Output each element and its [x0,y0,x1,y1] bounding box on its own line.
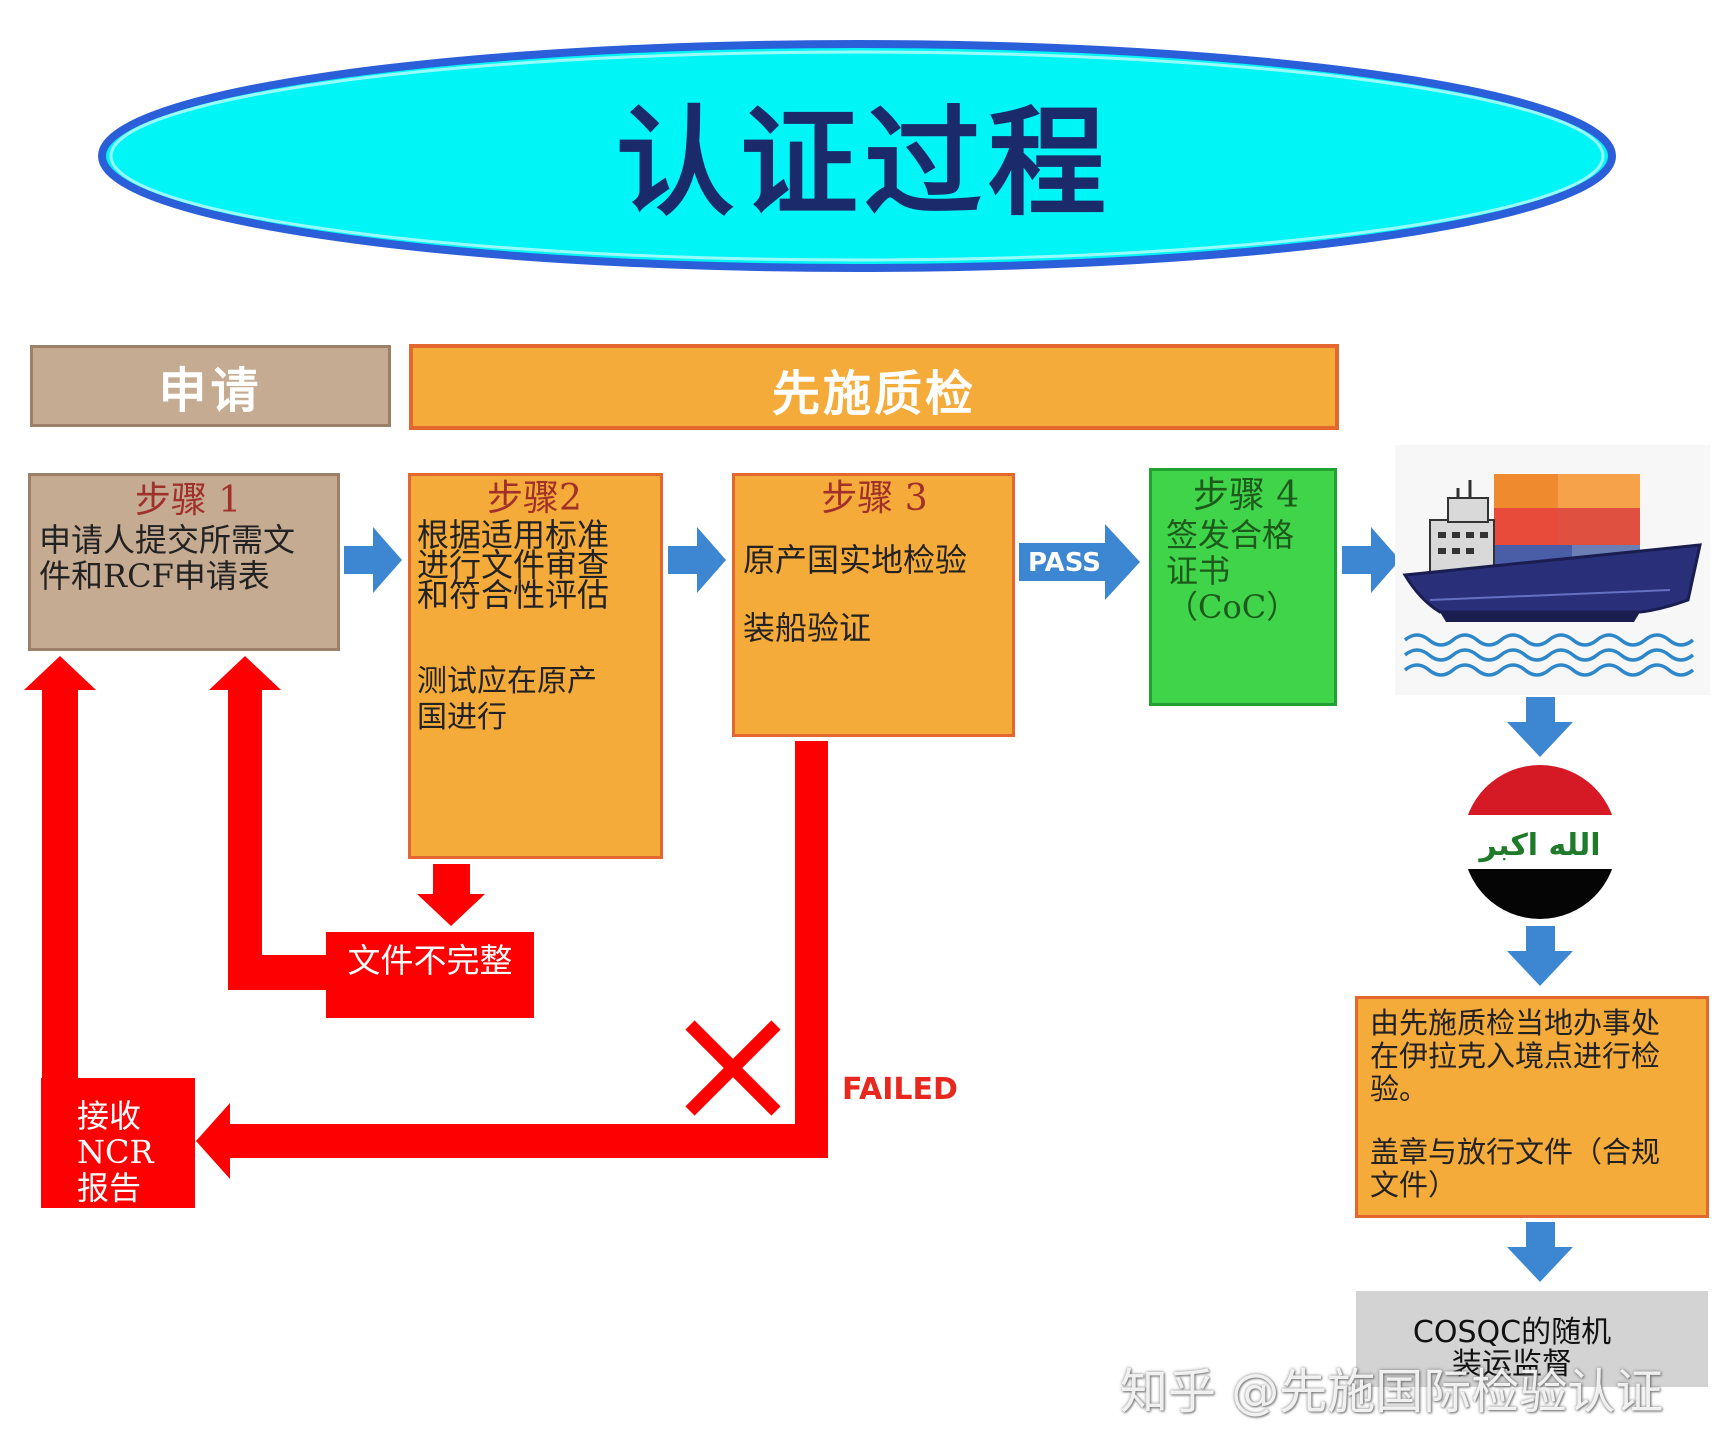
feedback-arrows [24,656,828,1179]
step1-title: 步骤 1 [134,480,242,521]
arrow-ncr-to-step1 [42,688,78,1078]
iraq-office-line: 由先施质检当地办事处 [1370,1006,1661,1040]
iraq-flag-icon: الله اكبر [1463,765,1617,919]
ncr-line: 接收 [77,1097,142,1135]
step2-line: 根据适用标准 [417,516,610,554]
arrow-step2-to-incomplete [417,864,485,926]
arrow-office-to-cosqc [1507,1222,1573,1282]
step3-box: 步骤 3 原产国实地检验 装船验证 [732,473,1015,737]
svg-text:الله اكبر: الله اكبر [1477,828,1600,863]
arrow-incomplete-to-step1 [228,688,326,990]
ncr-line: 报告 [77,1169,142,1207]
arrow-step1-to-step2 [344,527,402,593]
step4-line: （CoC） [1166,588,1299,626]
iraq-office-line: 验。 [1370,1072,1429,1106]
phase-header-apply: 申请 [30,345,391,427]
arrow-step2-to-step3 [668,527,726,593]
step2-line: 和符合性评估 [417,576,610,614]
step1-line: 申请人提交所需文 [39,521,296,559]
cargo-ship-icon [1395,445,1710,695]
watermark: 知乎 @先施国际检验认证 [1120,1364,1664,1420]
step4-box: 步骤 4 签发合格 证书 （CoC） [1149,468,1337,706]
pass-label: PASS [1027,548,1102,578]
step2-note: 测试应在原产 [417,664,597,699]
arrow-ship-to-flag [1507,697,1573,757]
cosqc-box: COSQC的随机 装运监督 [1356,1291,1708,1387]
step2-line: 进行文件审查 [417,546,610,584]
iraq-office-note: 文件） [1370,1168,1458,1202]
step2-title: 步骤2 [487,478,582,519]
ncr-report-box: 接收 NCR 报告 [41,1078,195,1208]
step1-box: 步骤 1 申请人提交所需文 件和RCF申请表 [28,473,340,651]
phase-header-psi: 先施质检 [409,344,1339,430]
step2-box: 步骤2 根据适用标准 进行文件审查 和符合性评估 测试应在原产 国进行 [408,473,663,859]
page-title: 认证过程 [615,93,1112,232]
arrow-step4-to-ship [1342,527,1400,593]
incomplete-docs-box: 文件不完整 [326,932,534,1018]
title-ellipse [98,40,1616,272]
cosqc-line: 装运监督 [1452,1347,1572,1382]
step3-line: 装船验证 [743,609,872,647]
step3-line: 原产国实地检验 [743,541,968,579]
iraq-office-line: 在伊拉克入境点进行检 [1370,1039,1661,1073]
failed-label: FAILED [842,1072,958,1107]
step3-title: 步骤 3 [821,478,928,519]
arrow-flag-to-office [1507,926,1573,986]
waves-icon [1403,633,1695,677]
iraq-office-box: 由先施质检当地办事处 在伊拉克入境点进行检 验。 盖章与放行文件（合规 文件） [1355,996,1709,1218]
step1-line: 件和RCF申请表 [39,557,270,595]
ncr-line: NCR [77,1133,154,1171]
iraq-office-note: 盖章与放行文件（合规 [1370,1135,1661,1169]
step2-note: 国进行 [417,700,507,735]
arrow-step3-to-step4 [1019,524,1140,600]
cosqc-line: COSQC的随机 [1412,1315,1612,1350]
flow-arrows [344,524,1573,1282]
step4-title: 步骤 4 [1192,475,1300,516]
cross-icon [685,1020,781,1116]
step4-line: 签发合格 [1166,516,1295,554]
step4-line: 证书 [1166,552,1231,590]
